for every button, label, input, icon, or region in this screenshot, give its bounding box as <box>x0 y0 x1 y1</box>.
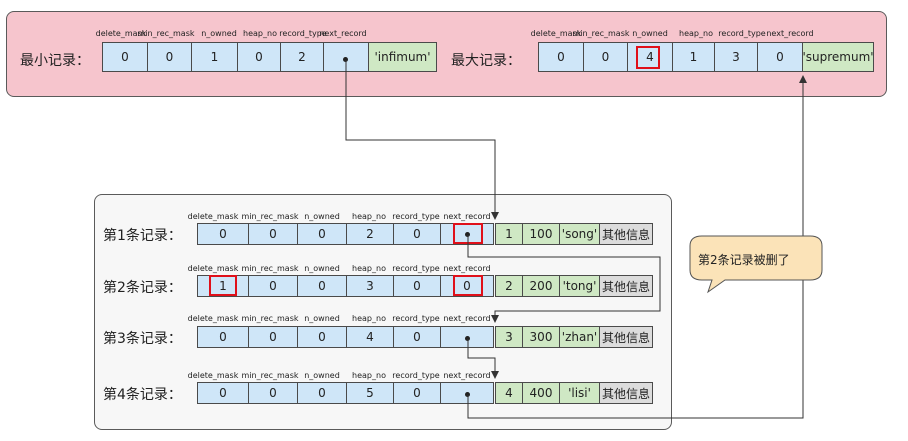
r1-header-n-owned: n_owned <box>304 212 340 221</box>
r1-next-pointer-dot <box>465 232 470 237</box>
callout-text: 第2条记录被删了 <box>698 253 790 267</box>
record-2-label: 第2条记录： <box>103 280 182 296</box>
r4-info-cell: 其他信息 <box>599 382 653 404</box>
r4-header-n-owned: n_owned <box>304 371 340 380</box>
max-header-heap-no: heap_no <box>679 29 713 38</box>
r2-num-cell: 200 <box>522 275 560 297</box>
r3-header-next-record: next_record <box>443 314 491 323</box>
r4-header-delete-mask: delete_mask <box>187 371 239 380</box>
r3-header-heap-no: heap_no <box>352 314 386 323</box>
r2-header-delete-mask: delete_mask <box>187 264 239 273</box>
r4-next-pointer-dot <box>465 392 470 397</box>
max-header-record-type: record_type <box>718 29 766 38</box>
max-record-type-cell: 3 <box>714 42 758 72</box>
r2-name-cell: 'tong' <box>559 275 600 297</box>
r3-header-record-type: record_type <box>392 314 440 323</box>
min-header-record-type: record_type <box>279 29 327 38</box>
arrow-record-1-to-record-3 <box>467 235 661 323</box>
infimum-cell: 'infimum' <box>368 42 437 72</box>
r2-header-min-rec-mask: min_rec_mask <box>241 264 299 273</box>
r1-info-cell: 其他信息 <box>599 223 653 245</box>
min-n-owned-cell: 1 <box>191 42 238 72</box>
max-delete-mask-cell: 0 <box>538 42 584 72</box>
r4-header-heap-no: heap_no <box>352 371 386 380</box>
max-header-delete-mask: delete_mask <box>530 29 582 38</box>
arrow-record-3-to-record-4 <box>467 339 499 379</box>
r2-n-owned-cell: 0 <box>297 275 347 297</box>
callout-bubble <box>689 235 823 294</box>
r2-min-rec-mask-cell: 0 <box>248 275 298 297</box>
max-header-next-record: next_record <box>766 29 814 38</box>
r2-delete-mask-highlight <box>209 275 237 296</box>
r1-header-min-rec-mask: min_rec_mask <box>241 212 299 221</box>
arrow-infimum-to-record-1 <box>345 60 499 220</box>
r4-header-next-record: next_record <box>443 371 491 380</box>
max-heap-no-cell: 1 <box>672 42 715 72</box>
r3-num-cell: 300 <box>522 326 560 348</box>
min-next-pointer-dot <box>343 57 348 62</box>
record-4-label: 第4条记录： <box>103 387 182 403</box>
record-3-label: 第3条记录： <box>103 331 182 347</box>
r3-next-pointer-dot <box>465 336 470 341</box>
r3-header-delete-mask: delete_mask <box>187 314 239 323</box>
r2-record-type-cell: 0 <box>393 275 441 297</box>
min-heap-no-cell: 0 <box>237 42 281 72</box>
r2-next-record-highlight <box>453 275 483 296</box>
max-record-label: 最大记录： <box>451 53 521 69</box>
r1-header-heap-no: heap_no <box>352 212 386 221</box>
r1-delete-mask-cell: 0 <box>197 223 249 245</box>
min-header-next-record: next_record <box>319 29 367 38</box>
r1-header-next-record: next_record <box>443 212 491 221</box>
r4-num-cell: 400 <box>522 382 560 404</box>
record-1-label: 第1条记录： <box>103 228 182 244</box>
r2-header-record-type: record_type <box>392 264 440 273</box>
r3-header-min-rec-mask: min_rec_mask <box>241 314 299 323</box>
r1-header-record-type: record_type <box>392 212 440 221</box>
min-record-label: 最小记录： <box>20 53 90 69</box>
min-min-rec-mask-cell: 0 <box>147 42 192 72</box>
r1-name-cell: 'song' <box>559 223 600 245</box>
min-delete-mask-cell: 0 <box>102 42 148 72</box>
r2-info-cell: 其他信息 <box>599 275 653 297</box>
min-record-type-cell: 2 <box>280 42 324 72</box>
min-header-n-owned: n_owned <box>201 29 237 38</box>
r2-header-heap-no: heap_no <box>352 264 386 273</box>
r4-header-record-type: record_type <box>392 371 440 380</box>
max-header-min-rec-mask: min_rec_mask <box>572 29 630 38</box>
r3-heap-no-cell: 4 <box>346 326 394 348</box>
r3-n-owned-cell: 0 <box>297 326 347 348</box>
max-n-owned-highlight <box>636 46 660 69</box>
r3-header-n-owned: n_owned <box>304 314 340 323</box>
min-header-heap-no: heap_no <box>243 29 277 38</box>
r2-header-n-owned: n_owned <box>304 264 340 273</box>
max-header-n-owned: n_owned <box>632 29 668 38</box>
r1-header-delete-mask: delete_mask <box>187 212 239 221</box>
r4-header-min-rec-mask: min_rec_mask <box>241 371 299 380</box>
min-header-min-rec-mask: min_rec_mask <box>137 29 195 38</box>
supremum-cell: 'supremum' <box>802 42 874 72</box>
min-header-delete-mask: delete_mask <box>95 29 147 38</box>
r2-header-next-record: next_record <box>443 264 491 273</box>
r3-info-cell: 其他信息 <box>599 326 653 348</box>
